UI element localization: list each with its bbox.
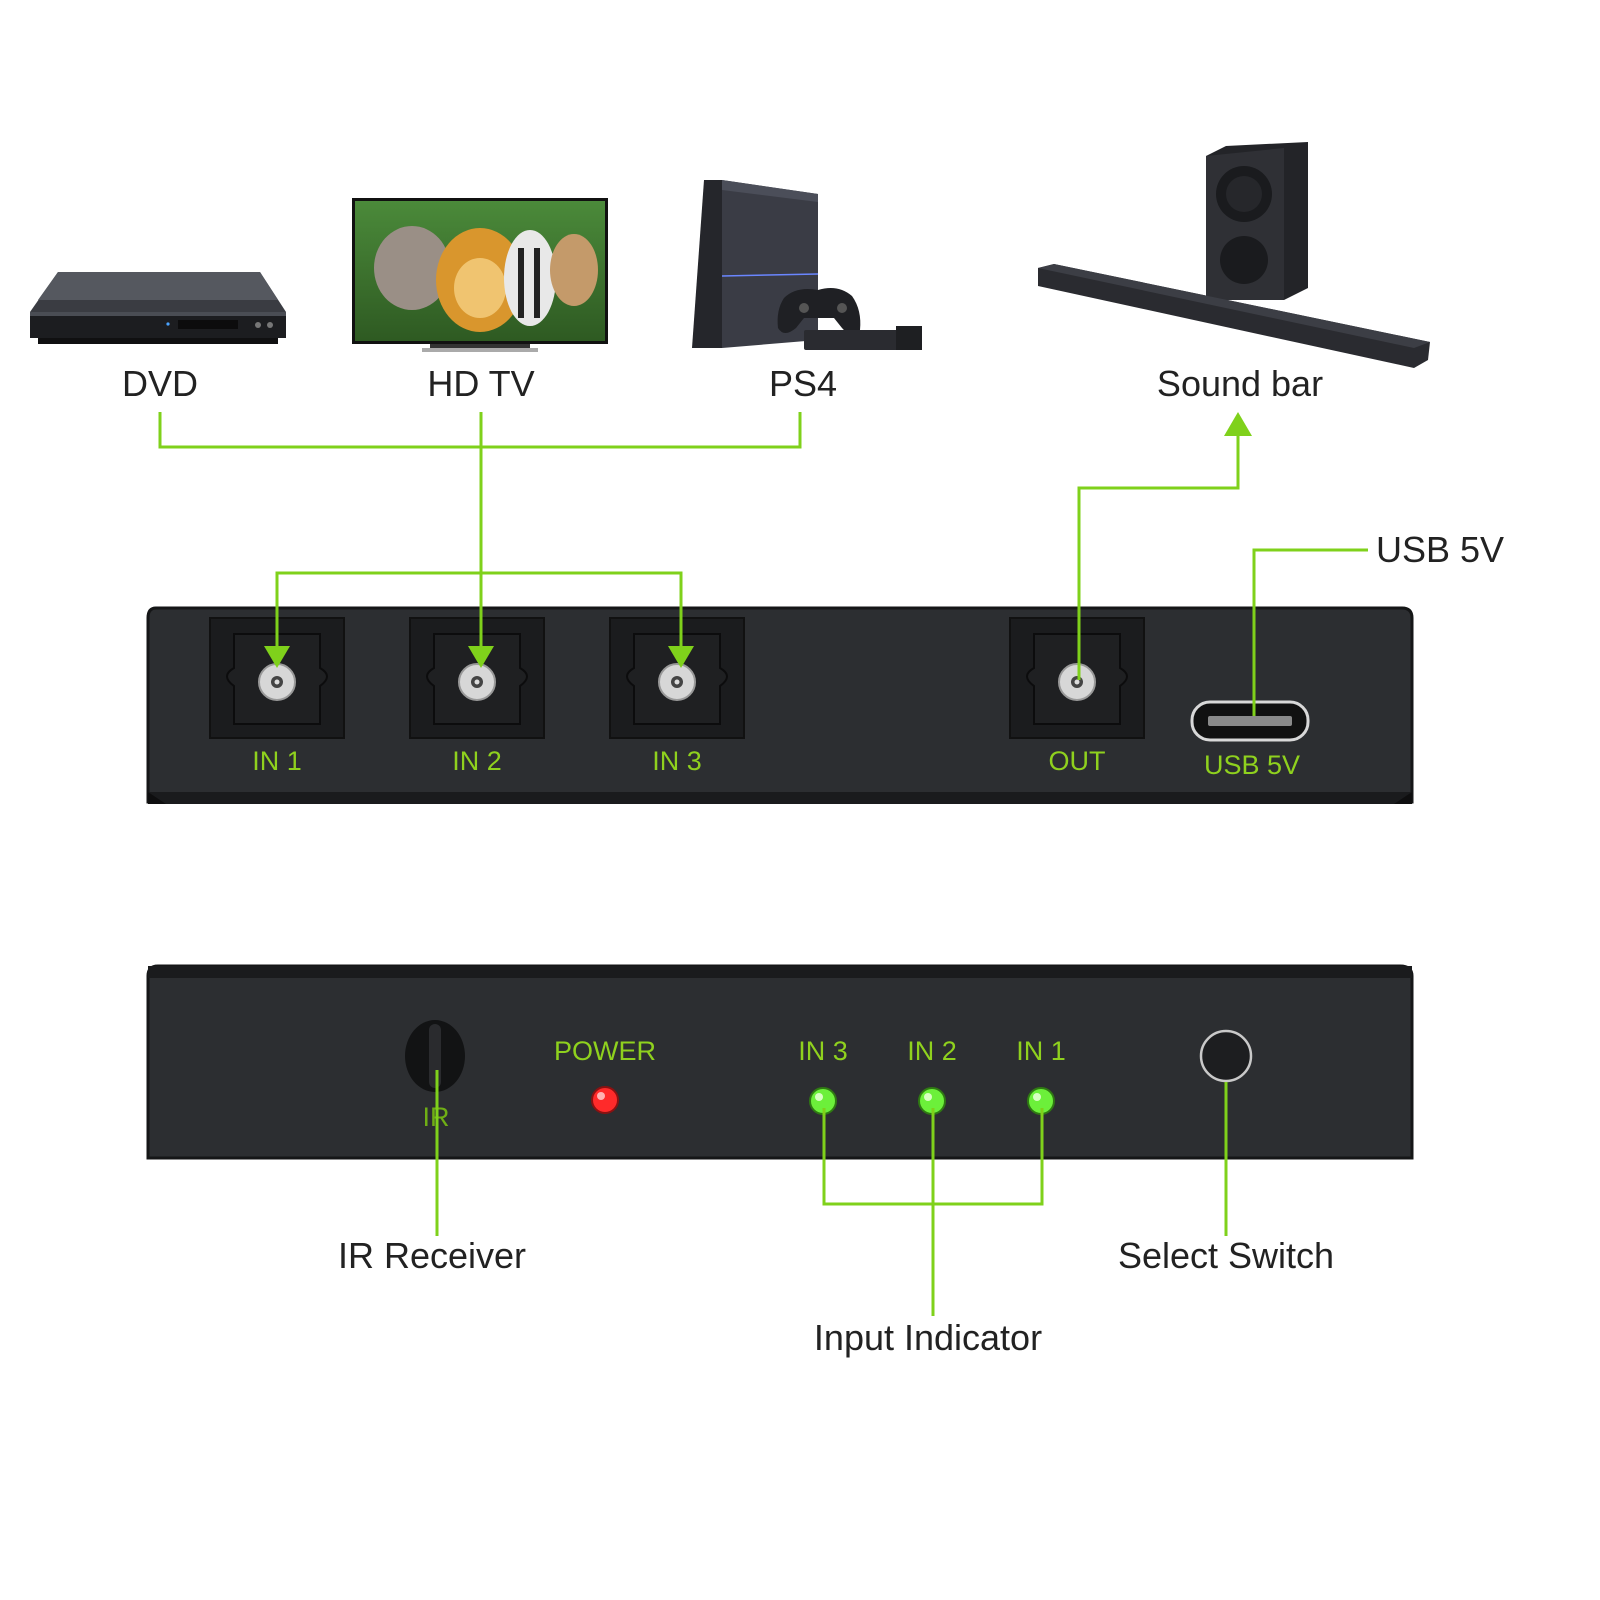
source-label-dvd: DVD xyxy=(121,363,199,404)
soundbar-icon xyxy=(1038,142,1430,368)
rear-panel xyxy=(146,606,1414,804)
optical-port-icon xyxy=(609,617,745,739)
port-label-in2: IN 2 xyxy=(452,746,502,776)
optical-port-icon xyxy=(209,617,345,739)
indicator-label-in2: IN 2 xyxy=(907,1036,957,1066)
optical-port-icon xyxy=(409,617,545,739)
front-panel xyxy=(146,964,1414,1160)
ir-sensor-icon xyxy=(405,1020,465,1092)
port-label-usb: USB 5V xyxy=(1203,750,1301,780)
output-device-label: Sound bar xyxy=(1156,363,1324,404)
dvd-player-icon xyxy=(30,272,286,344)
source-label-ps4: PS4 xyxy=(768,363,838,404)
game-console-icon xyxy=(692,180,922,350)
callout-ir-receiver: IR Receiver xyxy=(337,1235,527,1276)
power-label: POWER xyxy=(553,1036,657,1066)
callout-select-switch: Select Switch xyxy=(1117,1235,1335,1276)
tv-icon xyxy=(352,198,608,352)
usb-callout-label: USB 5V xyxy=(1375,529,1505,570)
optical-port-icon xyxy=(1009,617,1145,739)
source-label-hdtv: HD TV xyxy=(427,363,535,404)
indicator-label-in1: IN 1 xyxy=(1016,1036,1066,1066)
indicator-label-in3: IN 3 xyxy=(798,1036,848,1066)
select-button-icon xyxy=(1199,1029,1253,1083)
port-label-in3: IN 3 xyxy=(652,746,702,776)
port-label-in1: IN 1 xyxy=(252,746,302,776)
callout-input-indicator: Input Indicator xyxy=(813,1317,1043,1358)
usb-port-icon xyxy=(1190,700,1310,742)
port-label-out: OUT xyxy=(1048,746,1106,776)
